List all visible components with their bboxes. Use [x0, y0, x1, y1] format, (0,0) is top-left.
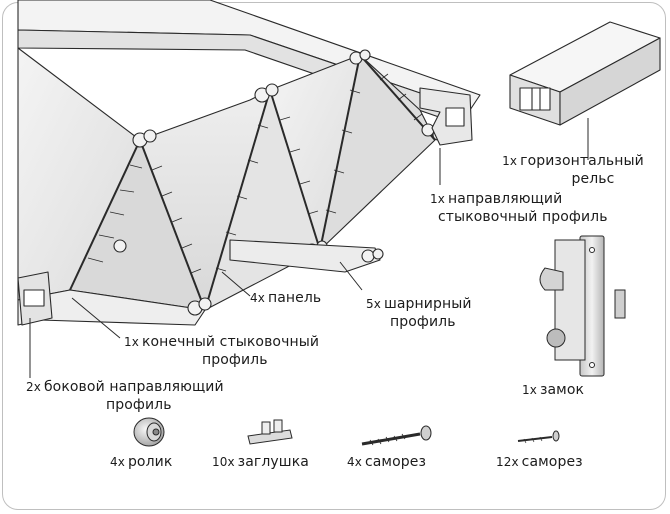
qty-screw-large: 4x: [347, 455, 362, 469]
name-guide-profile-1: направляющий: [447, 191, 563, 207]
screw-large-drawing: [361, 425, 432, 446]
name-hinge-profile-2: профиль: [390, 314, 456, 330]
plug-drawing: [247, 419, 293, 445]
hinge-edge-5: [319, 54, 361, 251]
name-horizontal-rail-2: рельс: [571, 171, 615, 187]
name-end-profile-1: конечный стыковочный: [141, 334, 320, 350]
name-screw-small: саморез: [521, 454, 583, 470]
bottom-hinge-rail: [229, 239, 381, 273]
folded-panels: [17, 0, 481, 326]
qty-roller: 4x: [110, 455, 125, 469]
ladder-ticks: [87, 73, 423, 274]
hinge-edge-6: [359, 54, 436, 141]
name-roller: ролик: [127, 454, 173, 470]
name-plug: заглушка: [237, 454, 309, 470]
qty-side-guide-profile: 2x: [26, 380, 41, 394]
name-lock: замок: [539, 382, 585, 398]
screw-small-drawing: [517, 430, 560, 444]
qty-screw-small: 12x: [496, 455, 519, 469]
qty-horizontal-rail: 1x: [502, 154, 518, 168]
name-hinge-profile-1: шарнирный: [383, 296, 472, 312]
rounded-frame: [2, 2, 666, 510]
qty-hinge-profile: 5x: [366, 297, 381, 311]
qty-lock: 1x: [522, 383, 537, 397]
name-horizontal-rail-1: горизонтальный: [520, 153, 644, 169]
qty-plug: 10x: [212, 455, 235, 469]
name-end-profile-2: профиль: [202, 352, 268, 368]
name-guide-profile-2: стыковочный профиль: [438, 209, 608, 225]
horizontal-rail-drawing: [509, 21, 661, 126]
name-side-guide-profile-1: боковой направляющий: [43, 379, 224, 395]
leader-lines: [29, 118, 589, 378]
qty-end-profile: 1x: [124, 335, 139, 349]
qty-panel: 4x: [250, 291, 265, 305]
top-knuckles: [132, 49, 444, 148]
lock-drawing: [539, 235, 626, 377]
qty-guide-profile: 1x: [430, 192, 445, 206]
name-panel: панель: [267, 290, 322, 306]
name-screw-large: саморез: [364, 454, 426, 470]
hinge-edge-3: [204, 89, 271, 311]
hinge-edge-1: [69, 139, 141, 291]
hinge-edge-2: [139, 139, 206, 311]
name-side-guide-profile-2: профиль: [106, 397, 172, 413]
roller-drawing: [133, 417, 165, 447]
hinge-edge-4: [269, 89, 321, 251]
